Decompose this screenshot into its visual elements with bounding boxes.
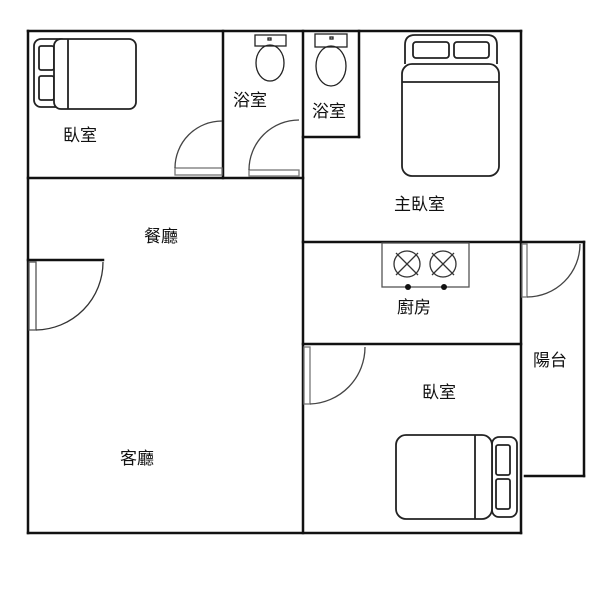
- room-label-bathroom-2: 浴室: [312, 102, 346, 122]
- bed-icon-bedroom-2: [395, 434, 518, 520]
- door-entrance: [28, 261, 104, 331]
- room-label-dining-room: 餐廳: [144, 227, 178, 247]
- room-label-master-bedroom: 主臥室: [394, 195, 445, 215]
- door-bathroom-1: [248, 119, 300, 177]
- room-label-living-room: 客廳: [120, 449, 154, 469]
- door-bedroom-1: [174, 120, 223, 176]
- toilet-icon-bathroom-1: [254, 34, 287, 82]
- room-label-bedroom-2: 臥室: [422, 383, 456, 403]
- walls: [26, 29, 586, 535]
- bed-icon-bedroom-1: [33, 38, 137, 110]
- double-bed-icon-master: [401, 34, 500, 177]
- room-label-balcony: 陽台: [533, 351, 567, 371]
- stove-icon-kitchen: [381, 242, 470, 290]
- burner-icon: [429, 250, 457, 278]
- room-label-bedroom-1: 臥室: [63, 126, 97, 146]
- door-balcony: [521, 243, 581, 298]
- doors: [28, 119, 581, 405]
- toilet-icon-bathroom-2: [314, 33, 348, 87]
- room-label-kitchen: 廚房: [397, 298, 431, 318]
- burner-icon: [393, 250, 421, 278]
- room-label-bathroom-1: 浴室: [233, 91, 267, 111]
- door-bedroom-2: [303, 346, 366, 405]
